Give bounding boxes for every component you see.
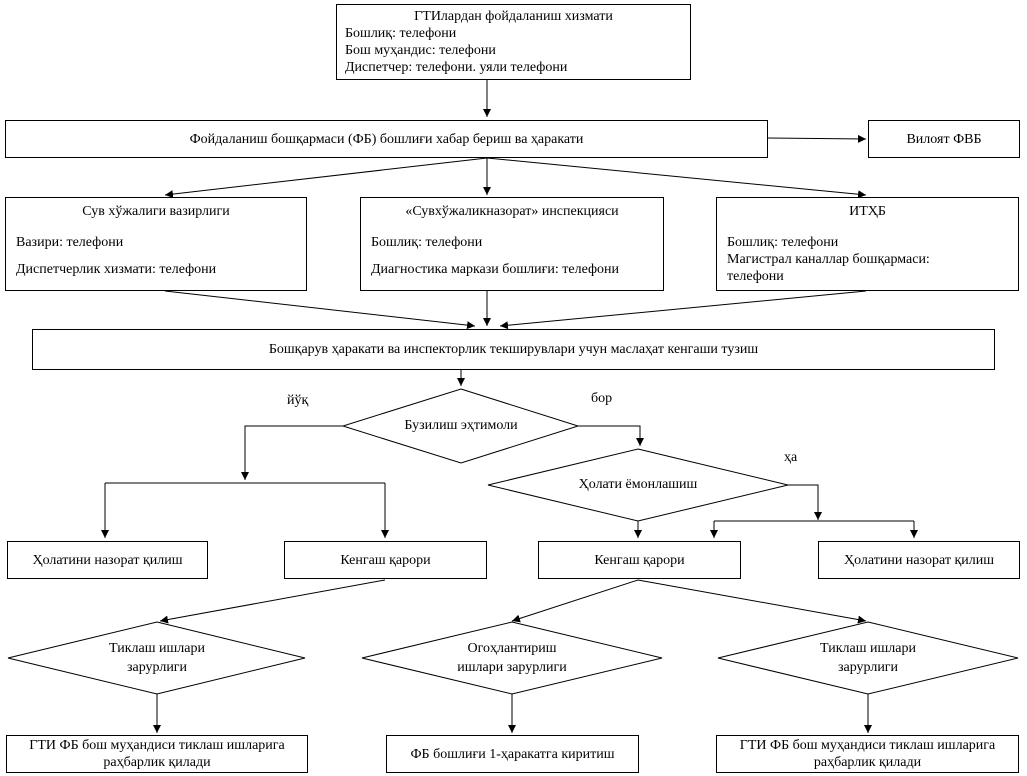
monitor-box-left: Ҳолатини назорат қилиш [7, 541, 208, 579]
edge-ministry-council [164, 290, 476, 330]
final-box-mid: ФБ бошлиғи 1-ҳаракатга киритиш [386, 735, 639, 773]
repair-right-line-2: зарурлиги [837, 660, 899, 675]
warning-line-2: ишлари зарурлиги [457, 660, 567, 675]
edge-itxb-council [499, 290, 867, 330]
final-left-line-1: ГТИ ФБ бош муҳандиси тиклаш ишларига [29, 738, 285, 753]
decision-diamond-2 [487, 448, 789, 522]
council-box: Бошқарув ҳаракати ва инспекторлик текшир… [32, 329, 995, 370]
inspection-line-1: Бошлиқ: телефони [371, 235, 483, 250]
edge-decision2-yes [788, 484, 822, 520]
inspection-title: «Сувхўжаликназорат» инспекцияси [405, 204, 619, 219]
inspection-box: «Сувхўжаликназорат» инспекцияси Бошлиқ: … [360, 197, 664, 291]
final-mid-label: ФБ бошлиғи 1-ҳаракатга киритиш [410, 746, 615, 762]
itxb-title: ИТҲБ [849, 204, 886, 219]
region-label: Вилоят ФВБ [906, 131, 982, 147]
inspection-line-2: Диагностика маркази бошлиғи: телефони [371, 262, 620, 277]
decision-diamond-warning [361, 621, 663, 695]
edge-management-region [767, 134, 867, 143]
final-right-line-1: ГТИ ФБ бош муҳандиси тиклаш ишларига [739, 738, 996, 753]
service-title: ГТИлардан фойдаланиш хизмати [414, 9, 613, 24]
monitor-box-right: Ҳолатини назорат қилиш [818, 541, 1020, 579]
monitor-left-label: Ҳолатини назорат қилиш [32, 552, 183, 568]
branch-label-yes-2: ҳа [784, 450, 798, 465]
itxb-box: ИТҲБ Бошлиқ: телефони Магистрал каналлар… [716, 197, 1019, 291]
itxb-line-3: телефони [727, 269, 784, 284]
edge-decision1-no [241, 425, 343, 480]
edge-council-right-repair [637, 579, 867, 624]
edge-management-itxb [486, 157, 867, 199]
decision-1-label: Бузилиш эҳтимоли [404, 418, 518, 433]
management-box: Фойдаланиш бошқармаси (ФБ) бошлиғи хабар… [5, 120, 768, 158]
region-box: Вилоят ФВБ [868, 120, 1020, 158]
final-left-line-2: раҳбарлик қилади [103, 755, 211, 770]
itxb-line-2: Магистрал каналлар бошқармаси: [727, 252, 930, 267]
council-decision-box-left: Кенгаш қарори [284, 541, 487, 579]
ministry-line-2: Диспетчерлик хизмати: телефони [16, 262, 217, 277]
council-decision-left-label: Кенгаш қарори [340, 552, 431, 568]
edge-council-right-warning [511, 579, 639, 623]
branch-label-no: йўқ [287, 393, 309, 408]
management-label: Фойдаланиш бошқармаси (ФБ) бошлиғи хабар… [189, 131, 584, 147]
decision-diamond-repair-right [717, 621, 1019, 695]
council-decision-box-right: Кенгаш қарори [538, 541, 741, 579]
service-box: ГТИлардан фойдаланиш хизмати Бошлиқ: тел… [336, 4, 691, 80]
final-right-line-2: раҳбарлик қилади [813, 755, 922, 770]
service-line-2: Бош муҳандис: телефони [345, 43, 496, 58]
warning-label: Огоҳлантириш ишлари зарурлиги [432, 640, 592, 676]
warning-line-1: Огоҳлантириш [467, 641, 557, 656]
decision-2-label: Ҳолати ёмонлашиш [578, 477, 698, 492]
ministry-line-1: Вазири: телефони [16, 235, 124, 250]
final-box-left: ГТИ ФБ бош муҳандиси тиклаш ишларига раҳ… [6, 735, 308, 773]
council-label: Бошқарув ҳаракати ва инспекторлик текшир… [268, 342, 759, 357]
service-line-3: Диспетчер: телефони. уяли телефони [345, 60, 568, 75]
repair-right-label: Тиклаш ишлари зарурлиги [788, 640, 948, 676]
decision-diamond-1 [341, 388, 580, 464]
decision-diamond-repair-left [7, 621, 306, 695]
final-box-right: ГТИ ФБ бош муҳандиси тиклаш ишларига раҳ… [716, 735, 1019, 773]
service-line-1: Бошлиқ: телефони [345, 26, 457, 41]
monitor-right-label: Ҳолатини назорат қилиш [843, 552, 995, 568]
repair-left-line-2: зарурлиги [126, 660, 188, 675]
ministry-box: Сув хўжалиги вазирлиги Вазири: телефони … [5, 197, 307, 291]
edge-decision1-yes [578, 425, 644, 446]
itxb-line-1: Бошлиқ: телефони [727, 235, 839, 250]
council-decision-right-label: Кенгаш қарори [594, 552, 685, 568]
repair-left-line-1: Тиклаш ишлари [109, 641, 205, 656]
ministry-title: Сув хўжалиги вазирлиги [82, 204, 230, 219]
edge-council-left-repair [159, 579, 386, 624]
edge-management-ministry [164, 157, 488, 199]
branch-label-yes: бор [591, 391, 613, 406]
repair-right-line-1: Тиклаш ишлари [820, 641, 916, 656]
repair-left-label: Тиклаш ишлари зарурлиги [77, 640, 237, 676]
